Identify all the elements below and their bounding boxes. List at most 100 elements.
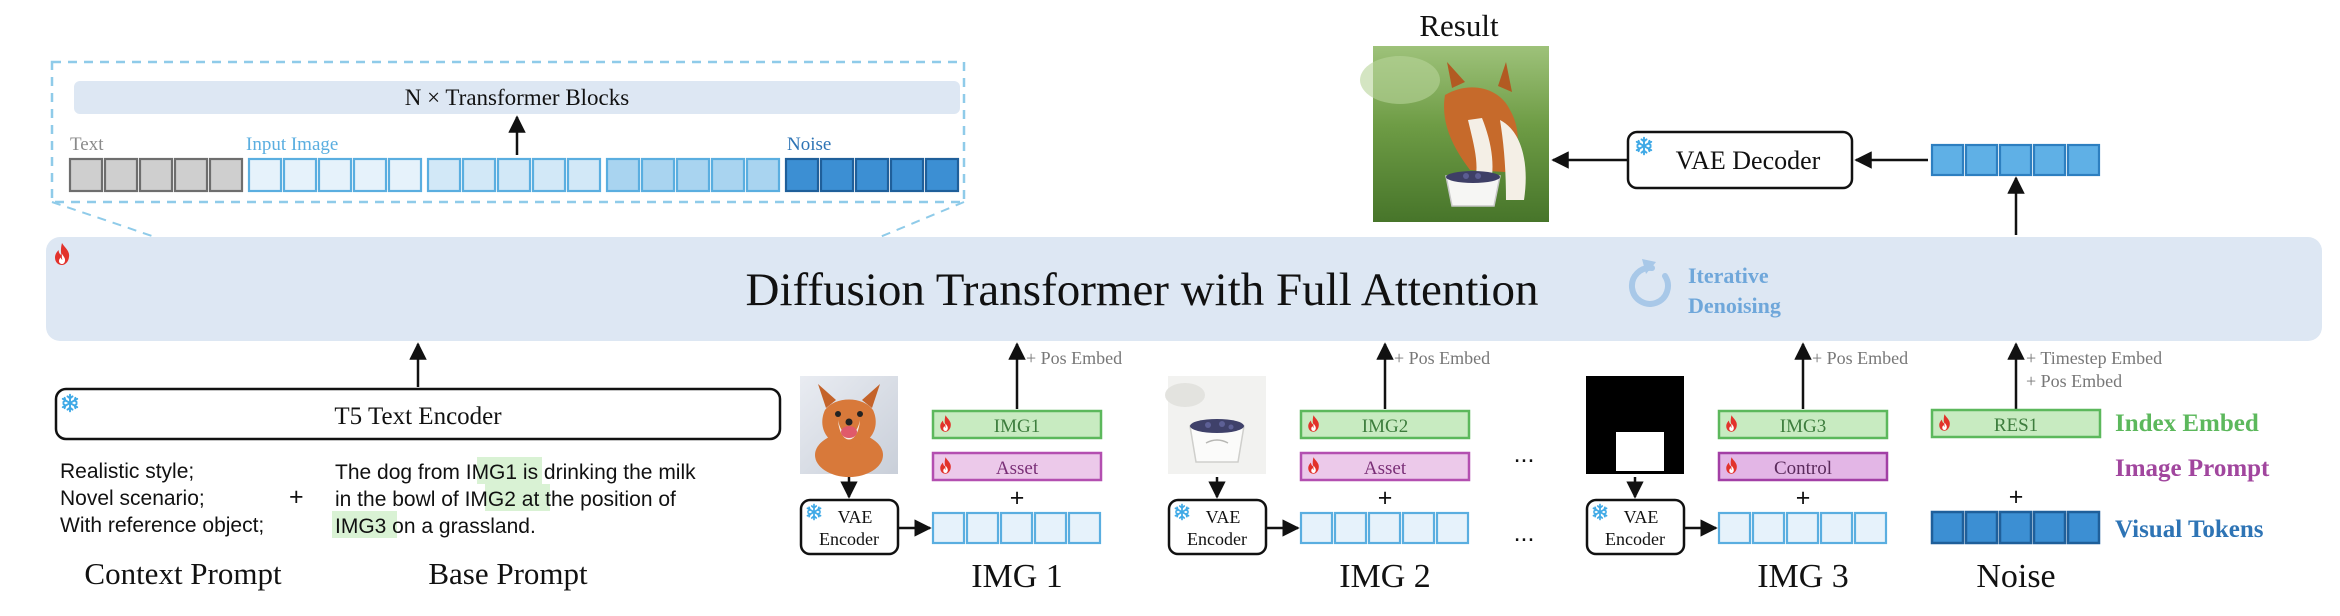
zoom-dashed-frame bbox=[50, 60, 966, 204]
sequence-token bbox=[889, 157, 925, 193]
noise-token bbox=[1998, 510, 2033, 545]
index-embed-box bbox=[1299, 409, 1471, 440]
noise-caption: Noise bbox=[1976, 558, 2055, 595]
visual-token bbox=[931, 511, 966, 545]
context-prompt-caption: Context Prompt bbox=[84, 556, 282, 591]
context-line-2: Novel scenario; bbox=[60, 487, 205, 510]
output-token bbox=[2032, 143, 2067, 177]
sequence-token bbox=[247, 157, 283, 193]
legend-visual-tokens: Visual Tokens bbox=[2115, 516, 2264, 543]
sequence-token bbox=[566, 157, 602, 193]
sequence-token bbox=[103, 157, 139, 193]
legend-index-embed: Index Embed bbox=[2115, 410, 2259, 437]
visual-token bbox=[999, 511, 1034, 545]
sequence-token bbox=[208, 157, 244, 193]
sequence-token bbox=[675, 157, 711, 193]
vae-encoder-label-1: VAE bbox=[1206, 507, 1241, 527]
noise-pos-embed-label: + Pos Embed bbox=[2026, 371, 2122, 391]
noise-token bbox=[1964, 510, 1999, 545]
image-prompt-label: Asset bbox=[1364, 458, 1407, 479]
token-plus: + bbox=[1796, 484, 1811, 512]
noise-token-row bbox=[1930, 510, 2101, 545]
iterative-label: Iterative bbox=[1688, 263, 1769, 288]
iterative-denoising-icon bbox=[1628, 259, 1671, 307]
vae-encoder-label-2: Encoder bbox=[1605, 529, 1665, 549]
ellipsis-bottom: ... bbox=[1514, 519, 1535, 547]
tag-highlight-img2 bbox=[485, 484, 550, 511]
sequence-token bbox=[496, 157, 532, 193]
sequence-token bbox=[531, 157, 567, 193]
visual-token bbox=[1401, 511, 1436, 545]
base-prompt-line-2: in the bowl of IMG2 at the position of bbox=[335, 488, 676, 511]
index-embed-box bbox=[931, 409, 1103, 440]
context-line-3: With reference object; bbox=[60, 514, 264, 537]
visual-token bbox=[1717, 511, 1752, 545]
visual-token bbox=[1067, 511, 1102, 545]
t5-encoder-box bbox=[54, 387, 782, 441]
denoising-label: Denoising bbox=[1688, 293, 1781, 318]
pos-embed-label: + Pos Embed bbox=[1812, 348, 1908, 368]
img2-thumbnail bbox=[1165, 376, 1266, 474]
ellipsis-top: ... bbox=[1514, 440, 1535, 468]
context-plus: + bbox=[289, 483, 304, 511]
index-embed-label: IMG3 bbox=[1780, 416, 1826, 437]
visual-token bbox=[1435, 511, 1470, 545]
noise-token bbox=[2032, 510, 2067, 545]
input-caption: IMG 1 bbox=[971, 558, 1063, 595]
sequence-token bbox=[352, 157, 388, 193]
token-sequence bbox=[68, 157, 960, 193]
transformer-blocks-label: N × Transformer Blocks bbox=[405, 85, 629, 110]
sequence-token bbox=[426, 157, 462, 193]
img1-thumbnail bbox=[800, 376, 898, 477]
sequence-token bbox=[317, 157, 353, 193]
context-line-1: Realistic style; bbox=[60, 460, 194, 483]
visual-token bbox=[1853, 511, 1888, 545]
visual-token bbox=[1033, 511, 1068, 545]
input-caption: IMG 2 bbox=[1339, 558, 1431, 595]
image-prompt-box bbox=[1717, 451, 1889, 482]
noise-branch: + Timestep Embed + Pos Embed RES1 + Nois… bbox=[1930, 342, 2162, 595]
res1-label: RES1 bbox=[1994, 415, 2038, 436]
sequence-token bbox=[819, 157, 855, 193]
visual-token bbox=[1299, 511, 1334, 545]
result-image bbox=[1360, 46, 1549, 222]
base-prompt-line-3: IMG3 on a grassland. bbox=[335, 515, 536, 538]
sequence-token bbox=[173, 157, 209, 193]
noise-plus: + bbox=[2009, 483, 2024, 511]
index-embed-label: IMG1 bbox=[994, 416, 1040, 437]
base-prompt-caption: Base Prompt bbox=[428, 556, 588, 591]
base-prompt-line-1: The dog from IMG1 is drinking the milk bbox=[335, 461, 696, 484]
transformer-zoom-panel: N × Transformer Blocks Text Input Image … bbox=[50, 60, 966, 238]
result-label: Result bbox=[1419, 8, 1499, 43]
output-token bbox=[2066, 143, 2101, 177]
sequence-token bbox=[924, 157, 960, 193]
vae-encoder-label-1: VAE bbox=[1624, 507, 1659, 527]
output-token bbox=[1998, 143, 2033, 177]
sequence-token bbox=[640, 157, 676, 193]
dit-title: Diffusion Transformer with Full Attentio… bbox=[746, 264, 1539, 316]
legend: Index Embed Image Prompt Visual Tokens bbox=[2115, 410, 2270, 543]
img3-control-mask bbox=[1586, 376, 1684, 474]
input-image-token-label: Input Image bbox=[246, 134, 338, 155]
pos-embed-label: + Pos Embed bbox=[1394, 348, 1490, 368]
visual-token bbox=[1751, 511, 1786, 545]
transformer-blocks-bar bbox=[74, 81, 960, 114]
sequence-token bbox=[784, 157, 820, 193]
noise-token bbox=[2066, 510, 2101, 545]
token-plus: + bbox=[1378, 484, 1393, 512]
sequence-token bbox=[138, 157, 174, 193]
image-prompt-label: Asset bbox=[996, 458, 1039, 479]
noise-token-label: Noise bbox=[787, 134, 831, 155]
token-plus: + bbox=[1010, 484, 1025, 512]
image-prompt-box bbox=[1299, 451, 1471, 482]
visual-token bbox=[965, 511, 1000, 545]
visual-token bbox=[1785, 511, 1820, 545]
timestep-embed-label: + Timestep Embed bbox=[2026, 348, 2162, 368]
dit-bar bbox=[46, 237, 2322, 341]
vae-encoder-label-1: VAE bbox=[838, 507, 873, 527]
diffusion-transformer: Diffusion Transformer with Full Attentio… bbox=[46, 237, 2322, 341]
